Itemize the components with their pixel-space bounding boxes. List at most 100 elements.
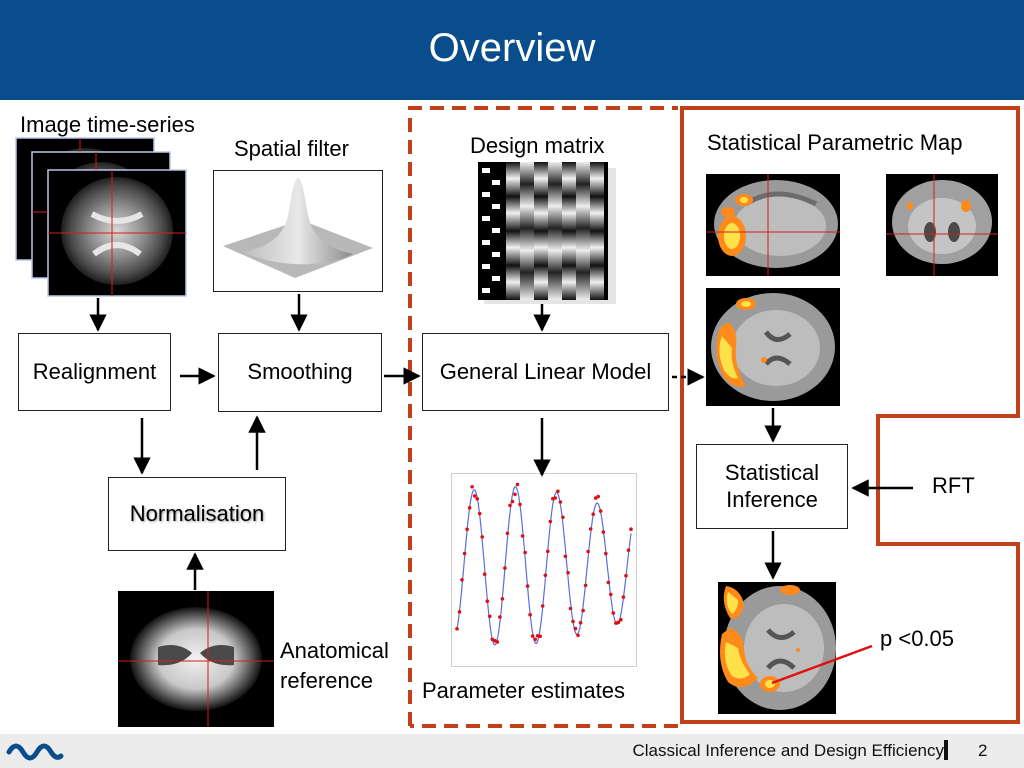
header-bar bbox=[0, 0, 1024, 100]
p-value-label: p <0.05 bbox=[880, 626, 955, 651]
data-point bbox=[573, 626, 578, 631]
data-point bbox=[611, 611, 616, 615]
data-point bbox=[576, 633, 580, 638]
dashed-frame bbox=[408, 106, 678, 726]
smoothing-box: Smoothing bbox=[218, 333, 382, 412]
spatial-filter-label: Spatial filter bbox=[234, 136, 349, 161]
data-point bbox=[462, 551, 467, 556]
data-point bbox=[548, 519, 553, 524]
normalisation-box: Normalisation bbox=[108, 477, 286, 551]
parameter-estimates-label: Parameter estimates bbox=[422, 678, 625, 703]
spatial-filter-image bbox=[213, 170, 383, 292]
data-point bbox=[553, 496, 558, 500]
data-point bbox=[515, 482, 520, 487]
data-point bbox=[546, 549, 550, 554]
glm-label: General Linear Model bbox=[439, 358, 652, 384]
data-point bbox=[578, 620, 583, 625]
data-point bbox=[525, 584, 530, 588]
anatomical-line1: Anatomical bbox=[280, 638, 389, 663]
spm-coronal-image bbox=[886, 174, 998, 276]
design-matrix-label: Design matrix bbox=[470, 133, 605, 158]
data-point bbox=[624, 573, 628, 578]
p-value-pointer bbox=[771, 644, 873, 685]
data-point bbox=[591, 512, 595, 516]
anatomical-reference-label: Anatomical reference bbox=[280, 636, 389, 696]
data-point bbox=[609, 592, 613, 597]
data-point bbox=[581, 608, 585, 613]
data-point bbox=[571, 619, 575, 624]
anatomical-line2: reference bbox=[280, 668, 373, 693]
data-point bbox=[566, 570, 570, 575]
data-point bbox=[540, 604, 545, 608]
data-point bbox=[472, 494, 477, 498]
data-point bbox=[470, 485, 474, 489]
spm-frame bbox=[680, 106, 1020, 724]
parameter-estimates-plot bbox=[451, 473, 637, 667]
data-point bbox=[485, 599, 490, 603]
data-point bbox=[596, 494, 600, 499]
anatomical-reference-image bbox=[118, 591, 274, 727]
footer-title: Classical Inference and Design Efficienc… bbox=[632, 741, 944, 760]
image-time-series-label: Image time-series bbox=[20, 112, 195, 137]
data-point bbox=[508, 503, 512, 508]
data-point bbox=[616, 620, 621, 624]
inference-result-image bbox=[718, 582, 836, 714]
data-point bbox=[518, 502, 522, 507]
data-points bbox=[455, 482, 633, 644]
statistical-inference-line2: Inference bbox=[726, 486, 818, 512]
data-point bbox=[460, 578, 464, 582]
data-point bbox=[588, 527, 593, 531]
smoothing-label: Smoothing bbox=[247, 359, 353, 385]
data-point bbox=[558, 500, 563, 504]
data-point bbox=[528, 612, 532, 617]
data-point bbox=[530, 634, 535, 638]
data-point bbox=[563, 554, 568, 559]
data-point bbox=[480, 535, 484, 539]
statistical-inference-line1: Statistical bbox=[724, 460, 820, 486]
data-point bbox=[626, 548, 631, 552]
data-point bbox=[477, 511, 482, 516]
rft-label: RFT bbox=[932, 473, 975, 498]
data-point bbox=[601, 530, 606, 534]
data-point bbox=[482, 572, 487, 576]
data-point bbox=[520, 534, 525, 538]
data-point bbox=[488, 614, 492, 619]
data-point bbox=[598, 509, 603, 513]
realignment-label: Realignment bbox=[32, 358, 157, 384]
data-point bbox=[467, 506, 472, 510]
footer-separator bbox=[944, 740, 948, 760]
data-point bbox=[500, 597, 505, 601]
image-time-series-stack bbox=[15, 137, 187, 297]
spm-sagittal-image bbox=[706, 174, 840, 276]
page-number: 2 bbox=[978, 741, 988, 760]
data-point bbox=[621, 595, 626, 599]
glm-box: General Linear Model bbox=[422, 333, 669, 411]
data-point bbox=[604, 551, 608, 556]
data-point bbox=[583, 583, 588, 588]
data-point bbox=[533, 637, 537, 642]
fitted-curve bbox=[456, 486, 632, 646]
slide-title: Overview bbox=[428, 26, 596, 70]
data-point bbox=[568, 606, 573, 611]
data-point bbox=[619, 617, 623, 622]
data-point bbox=[505, 531, 510, 536]
statistical-inference-box: Statistical Inference bbox=[696, 444, 848, 529]
data-point bbox=[455, 627, 459, 631]
design-matrix-image bbox=[478, 162, 616, 304]
normalisation-label: Normalisation bbox=[129, 500, 265, 526]
data-point bbox=[629, 527, 633, 531]
spm-label: Statistical Parametric Map bbox=[707, 130, 963, 155]
realignment-box: Realignment bbox=[18, 333, 171, 411]
data-point bbox=[561, 515, 565, 520]
data-point bbox=[538, 634, 542, 639]
data-point bbox=[465, 527, 469, 532]
spm-axial-image bbox=[706, 288, 840, 406]
data-point bbox=[606, 580, 611, 585]
data-point bbox=[513, 492, 517, 497]
data-point bbox=[523, 550, 527, 555]
data-point bbox=[475, 497, 479, 501]
data-point bbox=[457, 610, 462, 614]
data-point bbox=[543, 573, 548, 578]
